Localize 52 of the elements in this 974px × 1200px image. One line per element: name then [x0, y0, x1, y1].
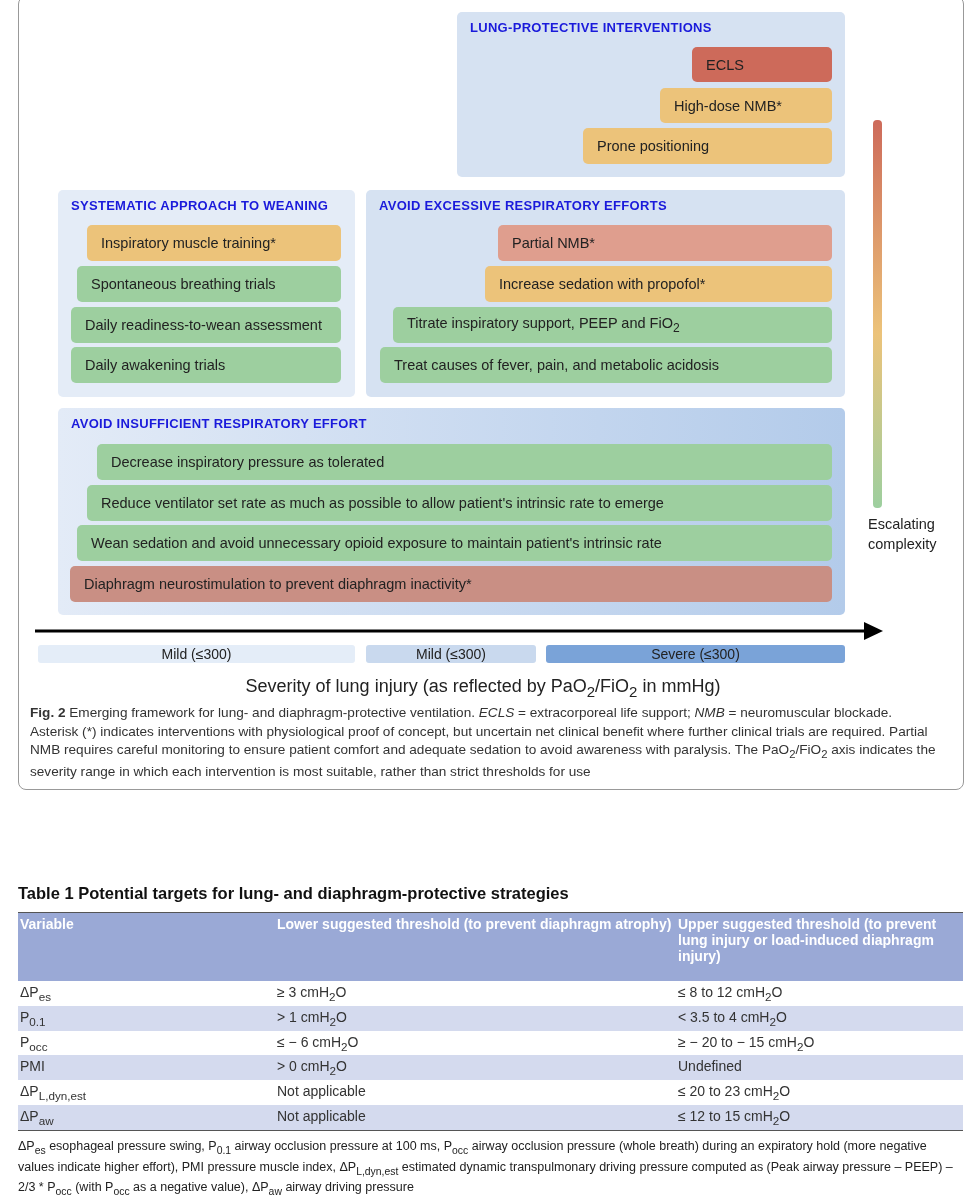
table-cell: Not applicable	[275, 1105, 676, 1130]
table-cell: ≥ 3 cmH$_{2}$O	[275, 981, 676, 1006]
table-cell: ≤ 12 to 15 cmH$_{2}$O	[676, 1105, 963, 1130]
table-cell: > 1 cmH$_{2}$O	[275, 1005, 676, 1031]
group-panel	[366, 190, 845, 397]
table-cell: P$_{0.1}$	[18, 1005, 275, 1031]
intervention-box: Increase sedation with propofol*	[485, 266, 832, 302]
table-cell: PMI	[18, 1055, 275, 1081]
table-cell: ≤ 20 to 23 cmH$_{2}$O	[676, 1080, 963, 1105]
panel-title: AVOID INSUFFICIENT RESPIRATORY EFFORT	[71, 416, 367, 431]
intervention-box: Wean sedation and avoid unnecessary opioid exposure to maintain patient's intrinsic rate	[77, 525, 832, 561]
table-cell: > 0 cmH$_{2}$O	[275, 1055, 676, 1081]
table-footnote: ΔP$_{es}$ esophageal pressure swing, P$_{0.1}$ airway occlusion pressure at 100 ms, P$_{occ}$ airway occlusion pressure (whole breath) during an expiratory hold (more negative values indicate higher effort), PMI pressure muscle index, ΔP$_{L,dyn,est}$ estimated dynamic transpulmonary driving pressure computed as (Peak airway pressure – PEEP) – 2/3 * P$_{occ}$ (with P$_{occ}$ as a negative value), ΔP$_{aw}$ airway driving pressure	[18, 1138, 954, 1199]
axis-title: Severity of lung injury (as reflected by PaO$_{2}$/FiO$_{2}$ in mmHg)	[244, 676, 722, 700]
intervention-box: ECLS	[692, 47, 832, 82]
intervention-box: Daily readiness-to-wean assessment	[71, 307, 341, 343]
panel-title: LUNG-PROTECTIVE INTERVENTIONS	[470, 20, 712, 35]
figure-caption: Fig. 2 Emerging framework for lung- and diaphragm-protective ventilation. ECLS = extracorporeal life support; NMB = neuromuscular blockade. Asterisk (*) indicates interventions with physiological proof of concept, but uncertain net clinical benefit where further clinical trials are required. Partial NMB requires careful monitoring to ensure patient comfort and adequate sedation to avoid awareness with paralysis. The PaO$_{2}$/FiO$_{2}$ axis indicates the severity range in which each intervention is most suitable, rather than strict thresholds for use	[30, 704, 937, 782]
intervention-box: Partial NMB*	[498, 225, 832, 261]
table-title: Table 1 Potential targets for lung- and diaphragm-protective strategies	[18, 884, 569, 903]
panel-title: SYSTEMATIC APPROACH TO WEANING	[71, 198, 329, 213]
intervention-box: Inspiratory muscle training*	[87, 225, 341, 261]
intervention-box: Diaphragm neurostimulation to prevent diaphragm inactivity*	[70, 566, 832, 602]
intervention-box: Reduce ventilator set rate as much as possible to allow patient's intrinsic rate to emerge	[87, 485, 832, 521]
table-cell: ≥ − 20 to − 15 cmH$_{2}$O	[676, 1030, 963, 1056]
axis-label: Escalating complexity	[868, 515, 938, 554]
group-panel	[58, 190, 355, 397]
intervention-box: Decrease inspiratory pressure as tolerated	[97, 444, 832, 480]
column-header: Variable	[18, 913, 275, 981]
intervention-box: Titrate inspiratory support, PEEP and FiO$_{2}$	[393, 307, 832, 343]
table-cell: < 3.5 to 4 cmH$_{2}$O	[676, 1005, 963, 1031]
severity-band: Severe (≤300)	[546, 645, 845, 663]
table-cell: Undefined	[676, 1055, 963, 1081]
severity-band: Mild (≤300)	[38, 645, 355, 663]
intervention-box: Daily awakening trials	[71, 347, 341, 383]
intervention-box: Treat causes of fever, pain, and metabolic acidosis	[380, 347, 832, 383]
intervention-box: High-dose NMB*	[660, 88, 832, 123]
group-panel	[58, 408, 845, 615]
intervention-box: Prone positioning	[583, 128, 832, 164]
table-cell: ΔP$_{es}$	[18, 981, 275, 1006]
table-cell: ΔP$_{L,dyn,est}$	[18, 1080, 275, 1105]
table-cell: P$_{occ}$	[18, 1030, 275, 1056]
column-header: Lower suggested threshold (to prevent diaphragm atrophy)	[275, 913, 676, 981]
intervention-box: Spontaneous breathing trials	[77, 266, 341, 302]
table-cell: ≤ 8 to 12 cmH$_{2}$O	[676, 981, 963, 1006]
column-header: Upper suggested threshold (to prevent lung injury or load-induced diaphragm injury)	[676, 913, 963, 981]
panel-title: AVOID EXCESSIVE RESPIRATORY EFFORTS	[379, 198, 667, 213]
table-cell: ΔP$_{aw}$	[18, 1105, 275, 1130]
group-panel	[457, 12, 845, 177]
table-cell: Not applicable	[275, 1080, 676, 1105]
severity-band: Mild (≤300)	[366, 645, 536, 663]
table-cell: ≤ − 6 cmH$_{2}$O	[275, 1030, 676, 1056]
